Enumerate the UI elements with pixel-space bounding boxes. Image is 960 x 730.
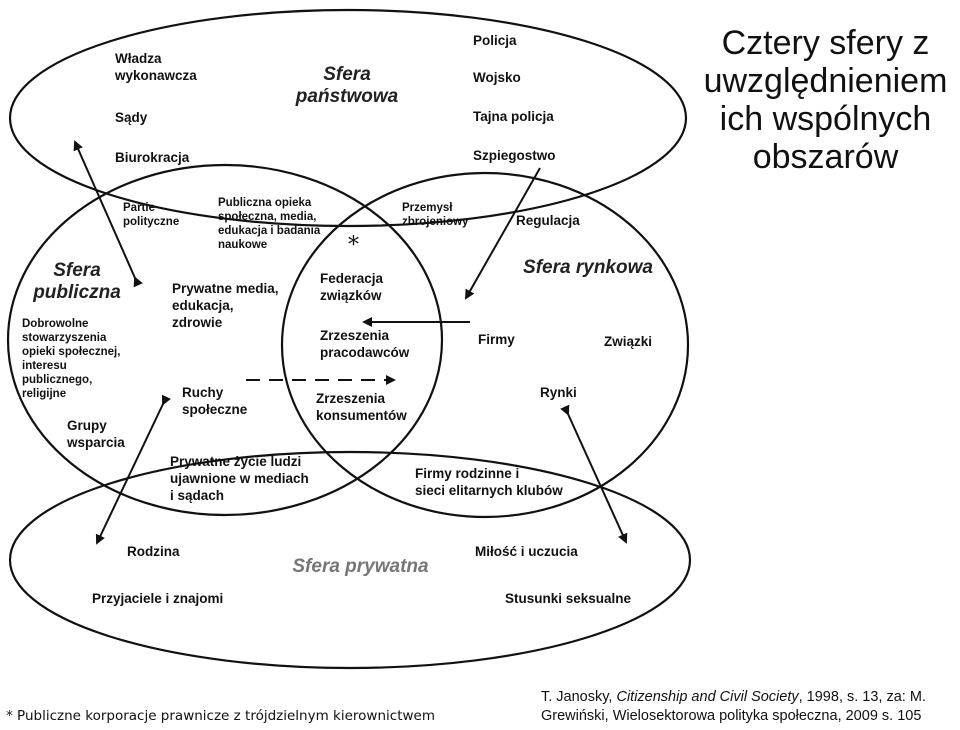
label-wladza-wykonawcza: Władza wykonawcza xyxy=(115,51,197,83)
footnote: * Publiczne korporacje prawnicze z trójd… xyxy=(6,708,435,724)
citation-prefix: T. Janosky, xyxy=(541,689,617,705)
citation: T. Janosky, Citizenship and Civil Societ… xyxy=(541,688,960,726)
asterisk-marker: * xyxy=(348,233,359,258)
label-stosunki: Stusunki seksualne xyxy=(505,591,632,606)
label-zrzeszenia-konsumentow: Zrzeszenia konsumentów xyxy=(316,391,407,423)
public-sphere-label: Sfera publiczna xyxy=(33,260,121,303)
label-wojsko: Wojsko xyxy=(473,70,521,85)
private-sphere-label: Sfera prywatna xyxy=(292,556,429,577)
arrow-biurokracja-public xyxy=(73,140,143,288)
label-federacja-zwiazkow: Federacja związków xyxy=(320,271,384,303)
label-rodzina: Rodzina xyxy=(127,544,180,559)
label-zwiazki: Związki xyxy=(604,334,653,349)
label-firmy: Firmy xyxy=(478,332,515,347)
label-przemysl-zbrojeniowy: Przemysł zbrojeniowy xyxy=(402,202,469,228)
label-policja: Policja xyxy=(473,33,517,48)
label-zrzeszenia-pracodawcow: Zrzeszenia pracodawców xyxy=(320,328,410,360)
label-partie-polityczne: Partie polityczne xyxy=(123,202,180,228)
arrow-szpiegostwo-firmy xyxy=(465,167,541,300)
label-milosc: Miłość i uczucia xyxy=(475,544,578,559)
label-prywatne-zycie: Prywatne życie ludzi ujawnione w mediach… xyxy=(170,454,309,503)
state-sphere-label: Sfera państwowa xyxy=(295,64,399,107)
slide-title: Cztery sfery z uwzględnieniem ich wspóln… xyxy=(703,24,948,176)
label-przyjaciele: Przyjaciele i znajomi xyxy=(92,591,224,606)
arrow-rynki-milosc xyxy=(560,404,628,544)
label-regulacja: Regulacja xyxy=(516,213,580,228)
label-biurokracja: Biurokracja xyxy=(115,150,190,165)
market-sphere-label: Sfera rynkowa xyxy=(523,257,653,278)
market-sphere-ellipse xyxy=(280,171,690,519)
label-tajna-policja: Tajna policja xyxy=(473,109,554,124)
label-sady: Sądy xyxy=(115,110,148,125)
label-ruchy-spoleczne: Ruchy społeczne xyxy=(182,385,248,417)
arrow-grupy-rodzina xyxy=(95,394,171,545)
label-grupy-wsparcia: Grupy wsparcia xyxy=(67,418,125,450)
public-sphere-ellipse xyxy=(6,163,444,517)
citation-suffix: , 1998, s. 13, za: M. Grewiński, Wielose… xyxy=(541,689,926,724)
label-szpiegostwo: Szpiegostwo xyxy=(473,148,556,163)
state-sphere-ellipse xyxy=(8,8,688,228)
label-firmy-rodzinne: Firmy rodzinne i sieci elitarnych klubów xyxy=(415,466,563,498)
label-rynki: Rynki xyxy=(540,385,577,400)
label-prywatne-media: Prywatne media, edukacja, zdrowie xyxy=(172,281,279,330)
citation-work: Citizenship and Civil Society xyxy=(616,689,799,705)
label-publiczna-opieka: Publiczna opieka społeczna, media, eduka… xyxy=(218,197,321,251)
private-sphere-ellipse xyxy=(8,450,692,670)
label-dobrowolne-stowarzyszenia: Dobrowolne stowarzyszenia opieki społecz… xyxy=(22,318,121,400)
